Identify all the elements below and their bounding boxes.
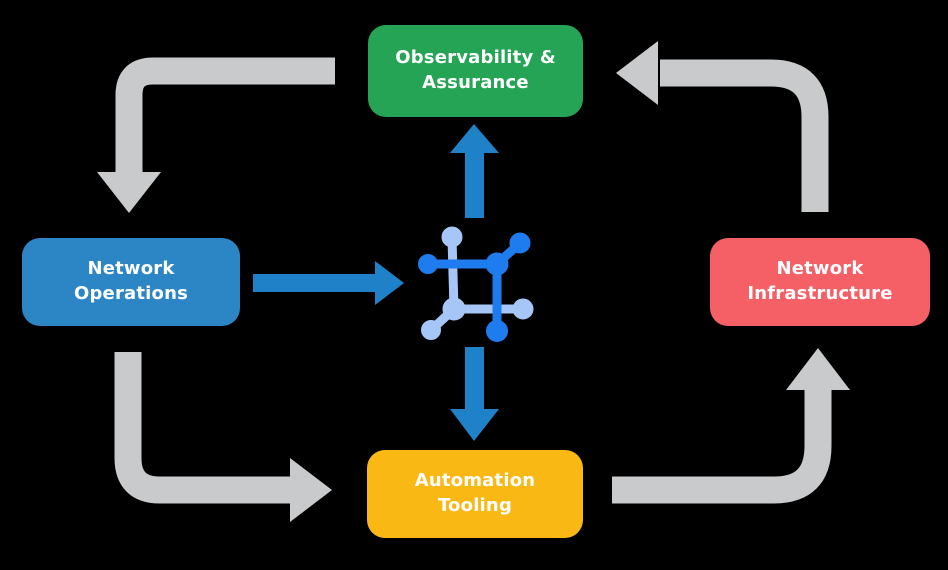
arrow-observability-to-operations xyxy=(97,57,335,213)
node-label: Automation Tooling xyxy=(414,470,536,516)
node-label: Observability & Assurance xyxy=(395,47,556,93)
node-label: Network Infrastructure xyxy=(747,258,893,304)
network-fabric-icon xyxy=(413,222,543,346)
node-label: Network Operations xyxy=(73,258,189,304)
arrow-operations-to-automation xyxy=(114,352,332,522)
arrow-operations-to-center xyxy=(253,261,404,305)
arrow-center-to-observability xyxy=(450,124,499,218)
icon-dark-branch xyxy=(418,232,531,342)
arrow-automation-to-infrastructure xyxy=(612,348,850,504)
icon-light-branch xyxy=(421,226,534,340)
arrow-center-to-automation xyxy=(450,347,499,441)
network-fabric-icon-graphic xyxy=(418,226,534,342)
node-network-operations: Network Operations xyxy=(22,238,240,326)
arrow-infrastructure-to-observability xyxy=(616,41,829,212)
node-observability-assurance: Observability & Assurance xyxy=(368,25,583,117)
node-network-infrastructure: Network Infrastructure xyxy=(710,238,930,326)
node-automation-tooling: Automation Tooling xyxy=(367,450,583,538)
